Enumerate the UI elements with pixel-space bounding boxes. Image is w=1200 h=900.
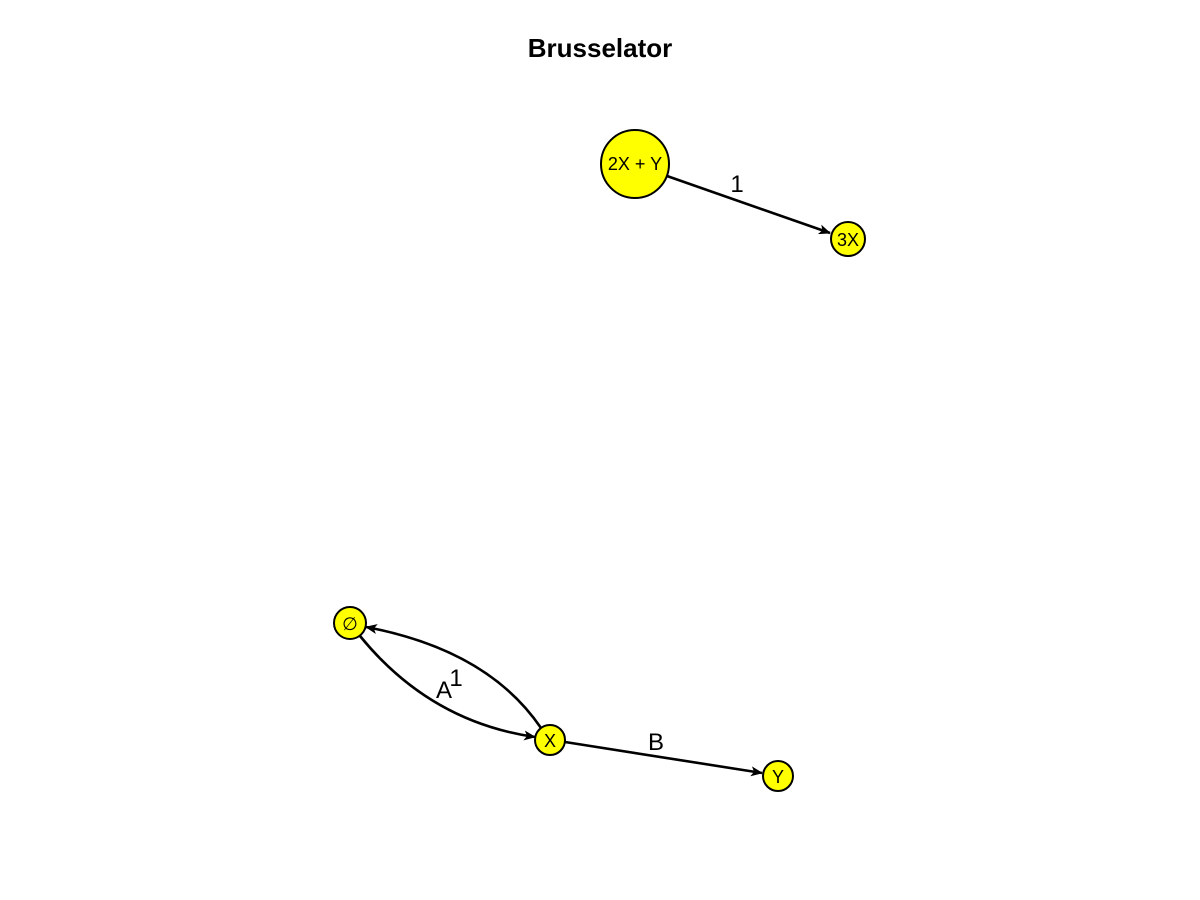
node-label: 3X <box>837 230 859 250</box>
edge-label-empty-to-x: A <box>436 677 452 704</box>
edge-2xy-to-3x <box>666 174 831 235</box>
node-circle <box>600 129 670 199</box>
node-empty-set: ∅ <box>333 606 367 640</box>
node-3x: 3X <box>830 221 866 257</box>
edge-x-to-empty <box>365 624 543 729</box>
node-label: Y <box>772 767 784 787</box>
node-circle <box>534 724 566 756</box>
node-label: ∅ <box>342 614 358 634</box>
node-circle <box>333 606 367 640</box>
edge-x-to-y <box>564 740 763 777</box>
diagram-title: Brusselator <box>528 33 673 63</box>
node-circle <box>830 221 866 257</box>
edge-label-2xy-to-3x: 1 <box>730 171 743 198</box>
node-label: 2X + Y <box>608 154 662 174</box>
edge-label-x-to-y: B <box>648 729 664 756</box>
node-label: X <box>544 731 556 751</box>
edge-empty-to-x <box>358 635 536 741</box>
edge-label-x-to-empty: 1 <box>449 665 462 692</box>
node-y: Y <box>762 760 794 792</box>
node-circle <box>762 760 794 792</box>
node-2x-plus-y: 2X + Y <box>600 129 670 199</box>
edges: 1 A 1 B <box>358 171 831 777</box>
node-x: X <box>534 724 566 756</box>
